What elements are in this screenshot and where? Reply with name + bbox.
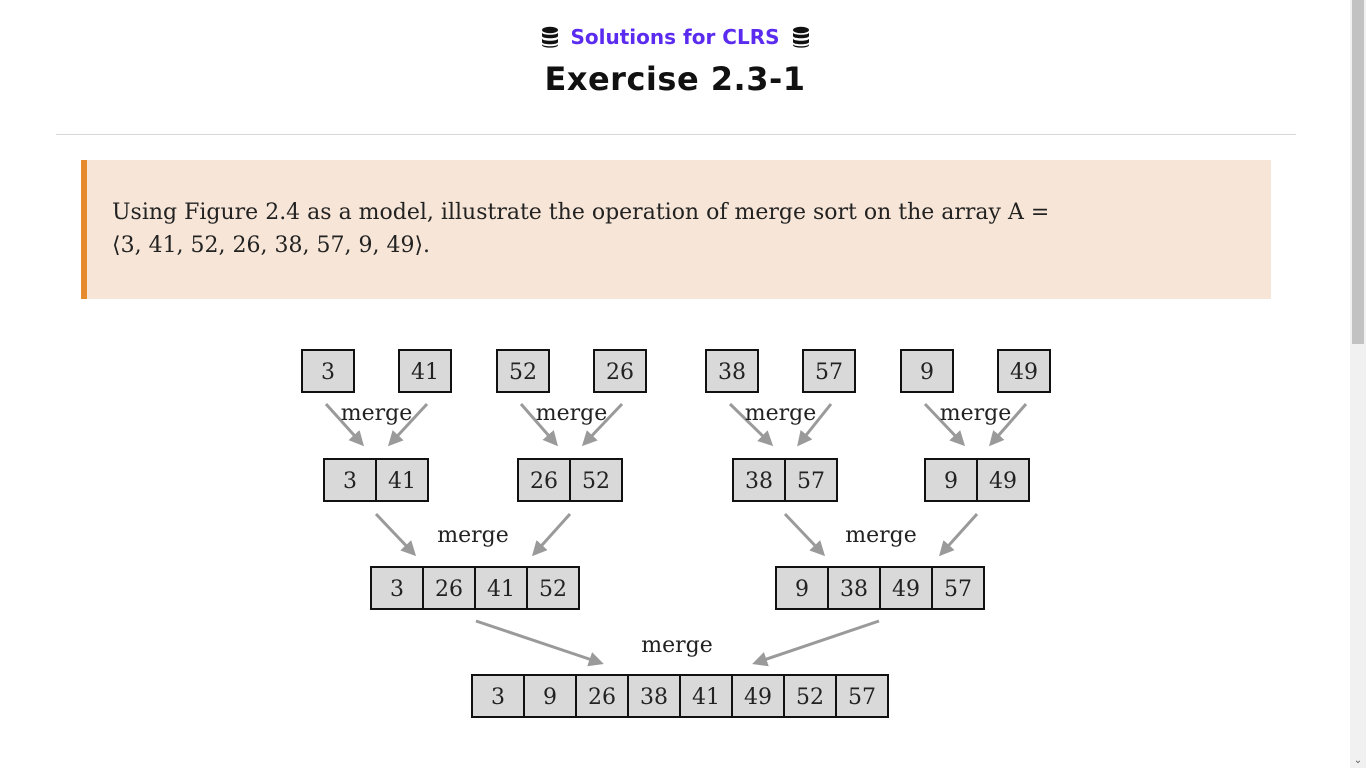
merge-arrow <box>519 403 558 447</box>
level2-array-cell: 9 <box>795 577 809 602</box>
level0-array-cell: 52 <box>509 360 537 385</box>
level1-array-cell: 52 <box>582 469 610 494</box>
level3-array-cell: 41 <box>692 685 720 710</box>
level1-array-cell: 38 <box>745 469 773 494</box>
exercise-text-line2: ⟨3, 41, 52, 26, 38, 57, 9, 49⟩. <box>112 233 431 258</box>
level3-array-cell: 57 <box>848 685 876 710</box>
level3-array-cell: 26 <box>588 685 616 710</box>
merge-arrow <box>923 402 966 447</box>
site-header: Solutions for CLRS <box>0 22 1350 52</box>
merge-label: merge <box>940 401 1012 426</box>
header-divider <box>56 134 1296 135</box>
level2-array-cell: 49 <box>892 577 920 602</box>
merge-arrow <box>324 402 365 447</box>
merge-arrow <box>531 512 572 557</box>
level0-array-cell: 38 <box>718 360 746 385</box>
vertical-scrollbar[interactable]: ⌄ <box>1350 0 1366 768</box>
level2-array-cell: 3 <box>390 577 404 602</box>
merge-arrow <box>374 512 417 557</box>
merge-label: merge <box>641 633 713 658</box>
merge-arrow <box>938 512 979 557</box>
level1-array-cell: 49 <box>989 469 1017 494</box>
level0-array-box <box>997 349 1051 393</box>
level3-array-cell: 3 <box>491 685 505 710</box>
database-icon <box>541 26 558 48</box>
level0-array-box <box>593 349 647 393</box>
level0-array-box <box>900 349 954 393</box>
level0-array-cell: 3 <box>321 360 335 385</box>
scrollbar-thumb[interactable] <box>1352 0 1364 344</box>
exercise-text-line1: Using Figure 2.4 as a model, illustrate … <box>112 200 1050 225</box>
level0-array-cell: 9 <box>920 360 934 385</box>
level2-array-cell: 26 <box>435 577 463 602</box>
site-home-link[interactable]: Solutions for CLRS <box>541 22 810 52</box>
exercise-text: Using Figure 2.4 as a model, illustrate … <box>112 196 1112 262</box>
level1-array-cell: 9 <box>944 469 958 494</box>
level3-array-cell: 38 <box>640 685 668 710</box>
level3-array-cell: 9 <box>543 685 557 710</box>
merge-label: merge <box>341 401 413 426</box>
site-name[interactable]: Solutions for CLRS <box>570 25 780 49</box>
merge-label: merge <box>845 523 917 548</box>
merge-arrow <box>989 403 1028 447</box>
merge-arrow <box>581 402 624 447</box>
level3-array-cell: 52 <box>796 685 824 710</box>
level0-array-box <box>398 349 452 393</box>
scroll-down-arrow-icon[interactable]: ⌄ <box>1353 754 1363 766</box>
merge-arrow <box>797 403 833 447</box>
level1-array-cell: 41 <box>388 469 416 494</box>
exercise-callout: Using Figure 2.4 as a model, illustrate … <box>81 160 1271 299</box>
merge-label: merge <box>745 401 817 426</box>
level0-array-box <box>301 349 355 393</box>
level0-array-box <box>802 349 856 393</box>
merge-arrow <box>783 512 826 557</box>
level2-array-cell: 52 <box>539 577 567 602</box>
level0-array-box <box>705 349 759 393</box>
merge-label: merge <box>536 401 608 426</box>
merge-label: merge <box>437 523 509 548</box>
level0-array-cell: 49 <box>1010 360 1038 385</box>
page-title: Exercise 2.3-1 <box>544 60 806 98</box>
level1-array-cell: 3 <box>343 469 357 494</box>
level0-array-cell: 57 <box>815 360 843 385</box>
level3-array-cell: 49 <box>744 685 772 710</box>
level2-array-cell: 41 <box>487 577 515 602</box>
merge-arrow <box>475 619 604 667</box>
level2-array-cell: 57 <box>944 577 972 602</box>
merge-arrow <box>728 402 774 447</box>
merge-arrow <box>387 402 429 447</box>
level0-array-cell: 41 <box>411 360 439 385</box>
database-icon <box>792 26 809 48</box>
level2-array-cell: 38 <box>840 577 868 602</box>
level0-array-box <box>496 349 550 393</box>
level0-array-cell: 26 <box>606 360 634 385</box>
merge-arrow <box>752 619 880 667</box>
level1-array-cell: 57 <box>797 469 825 494</box>
level1-array-cell: 26 <box>530 469 558 494</box>
